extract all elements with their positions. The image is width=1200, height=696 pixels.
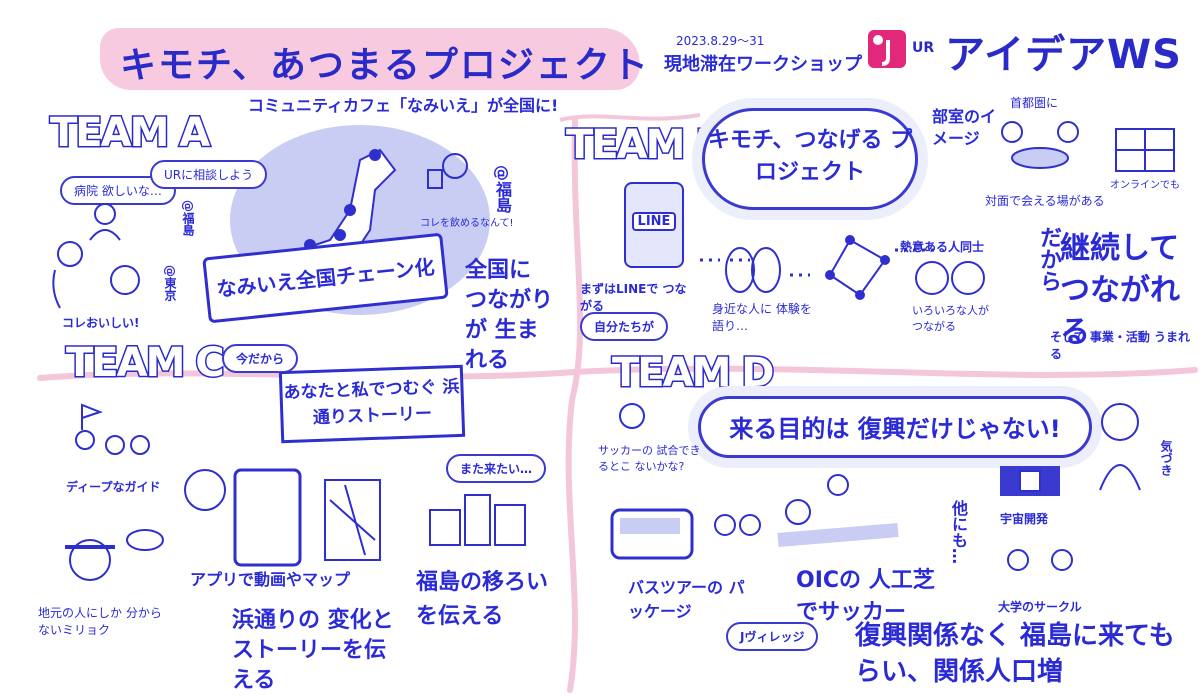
city-buildings-icon: [429, 494, 526, 546]
jvillage-bubble: Jヴィレッジ: [726, 622, 819, 651]
line-step-text: まずはLINEで つながる: [580, 282, 687, 313]
uchu-text: 宇宙開発: [1000, 512, 1049, 526]
utsuroi-text: 福島の移ろい を伝える: [416, 570, 549, 629]
team-a-result: 全国に つながりが 生まれる: [465, 258, 554, 373]
jibuntachi-bubble: 自分たちが: [580, 312, 669, 341]
hamadori-text: 浜通りの 変化とストーリーを伝える: [232, 608, 394, 693]
oishii-text: コレおいしい!: [62, 316, 140, 330]
team-b-cloud: キモチ、つなげる プロジェクト: [702, 108, 918, 210]
shutoken-text: 首都圏に: [1010, 96, 1059, 110]
deep-guide-text: ディープなガイド: [66, 480, 161, 494]
brand-title: アイデアWS: [945, 32, 1182, 78]
team-a-label: TEAM A: [48, 109, 211, 158]
online-grid-icon: [1115, 128, 1175, 172]
jimoto-text: 地元の人にしか 分からないミリョク: [38, 606, 162, 637]
guide-group-icon: [75, 403, 150, 455]
keizoku-text: 継続して つながれる: [1060, 231, 1180, 350]
dakara-text: だから: [1036, 226, 1061, 292]
team-c-label: TEAM C: [65, 339, 227, 388]
bus-tour-icon: [610, 508, 761, 560]
iroiro-text: いろいろな人が つながる: [912, 304, 989, 333]
tag-fukushima-2: @福島: [493, 165, 512, 213]
person-icon: [89, 203, 121, 241]
network-illustration: [700, 235, 940, 300]
kizuki-text: 気づき: [1159, 440, 1173, 476]
story-sign: あなたと私でつむぐ 浜通りストーリー: [278, 364, 466, 444]
hokanimo-text: 他にも…: [949, 500, 968, 564]
logo-text: UR: [912, 40, 935, 56]
local-person-icon: [65, 529, 164, 581]
jigyou-text: そして 事業・活動 うまれる: [1050, 330, 1190, 361]
netsui-text: 熱意ある人同士: [900, 240, 985, 254]
cafe-drinker-icon: [427, 153, 468, 189]
tag-fukushima-1: @福島: [181, 200, 195, 236]
page-title: キモチ、あつまるプロジェクト: [120, 45, 650, 86]
app-text: アプリで動画やマップ: [190, 570, 351, 589]
thinking-person-icon: [619, 403, 645, 429]
team-a-headline: コミュニティカフェ「なみいえ」が全国に!: [248, 96, 559, 115]
phone-icon: LINE: [624, 182, 684, 268]
mata-bubble: また来たい…: [446, 454, 547, 483]
bus-package-text: バスツアーの パッケージ: [628, 578, 745, 621]
people-meeting-icon: [1001, 121, 1079, 169]
handshake-icon: [915, 261, 985, 295]
soccer-icon: [777, 474, 899, 547]
title-highlight: [100, 28, 640, 90]
oic-text: OICの 人工芝でサッカー: [796, 568, 935, 625]
story-sign-text: あなたと私でつむぐ 浜通りストーリー: [283, 376, 460, 429]
bubble-ur-consult: URに相談しよう: [150, 160, 268, 189]
team-b-label: TEAM B: [565, 121, 728, 170]
team-d-cloud: 来る目的は 復興だけじゃない!: [698, 396, 1092, 458]
tag-tokyo: @東京: [163, 265, 177, 301]
header-date: 2023.8.29〜31: [676, 34, 765, 48]
team-d-cloud-text: 来る目的は 復興だけじゃない!: [729, 415, 1061, 443]
taimen-text: 対面で会える場がある: [985, 194, 1105, 208]
imadakara-bubble: 今だから: [222, 344, 299, 373]
conclusion-text: 復興関係なく 福島に来てもらい、関係人口増: [855, 621, 1175, 687]
daigaku-text: 大学のサークル: [998, 600, 1082, 614]
satellite-icon: [1000, 466, 1060, 496]
surprised-person-icon: [1099, 403, 1141, 491]
app-illustration: [184, 468, 381, 567]
team-d-label: TEAM D: [611, 349, 776, 398]
high-five-icon: [1007, 549, 1073, 571]
cafe-note: コレを飲めるなんて!: [420, 218, 514, 229]
bukatsu-image-text: 部室のイメージ: [932, 107, 997, 148]
mijika-text: 身近な人に 体験を語り…: [712, 302, 812, 333]
phone-line-text: LINE: [632, 212, 676, 231]
team-b-cloud-text: キモチ、つなげる プロジェクト: [707, 128, 913, 185]
header-subtitle: 現地滞在ワークショップ: [664, 54, 862, 75]
soccer-question-text: サッカーの 試合できるとこ ないかな?: [598, 444, 701, 473]
flower-logo-icon: [873, 35, 890, 66]
rice-and-garlic-icon: [52, 241, 140, 309]
brand-logo: [868, 30, 906, 68]
online-text: オンラインでも: [1110, 180, 1180, 191]
